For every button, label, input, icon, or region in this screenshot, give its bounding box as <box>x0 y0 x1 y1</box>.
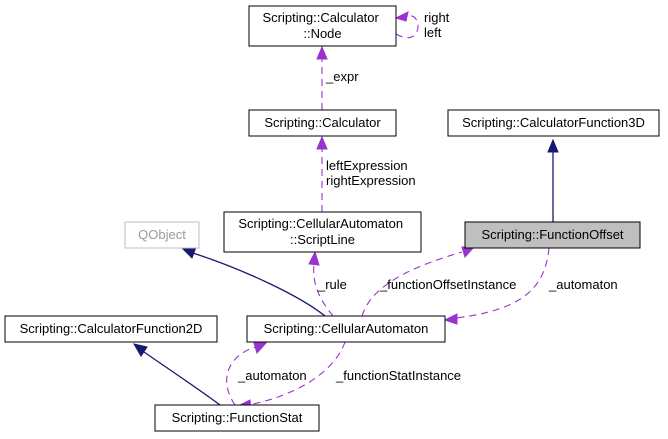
edge-label-line: right <box>424 10 450 25</box>
arrowhead-dependency <box>308 250 320 266</box>
edge-automaton-offset <box>443 247 550 325</box>
edge-inheritance-fn3d-offset <box>547 138 559 224</box>
arrowhead-dependency <box>253 342 268 354</box>
edge-node-self-loop <box>394 11 419 39</box>
edge-label-expr: _expr <box>325 69 359 84</box>
svg-text:Scripting::Calculator: Scripting::Calculator <box>264 115 381 130</box>
edge-label-node-self: right left <box>424 10 453 40</box>
edge-inheritance-qobject-cellular <box>181 246 326 317</box>
node-label: ::ScriptLine <box>290 232 355 247</box>
edge-label-automaton-offset: _automaton <box>548 277 618 292</box>
edge-automaton-stat <box>226 342 268 406</box>
svg-text:Scripting::Calculator ::: Scripting::Calculator ::Node <box>263 10 383 41</box>
edge-rule <box>308 250 334 317</box>
node-label: Scripting::Calculator <box>264 115 381 130</box>
node-cellular-automaton[interactable]: Scripting::CellularAutomaton <box>246 315 446 343</box>
arrowhead-dependency <box>316 45 328 60</box>
edge-label-line: _automaton <box>237 368 307 383</box>
node-calculator-node[interactable]: Scripting::Calculator ::Node <box>248 5 397 47</box>
svg-text:Scripting::FunctionStat: Scripting::FunctionStat <box>172 410 303 425</box>
edge-label-line: _functionStatInstance <box>335 368 461 383</box>
node-label: Scripting::CellularAutomaton <box>264 321 429 336</box>
arrowhead-dependency <box>394 11 409 22</box>
arrowhead-dependency <box>443 313 458 325</box>
arrowhead-inheritance <box>181 246 197 259</box>
arrowhead-inheritance <box>547 138 559 153</box>
edge-expressions <box>316 135 328 212</box>
node-calculator-function-3d[interactable]: Scripting::CalculatorFunction3D <box>447 109 660 137</box>
svg-text:QObject: QObject <box>138 227 186 242</box>
edge-label-function-stat-instance: _functionStatInstance <box>335 368 461 383</box>
node-label: Scripting::CellularAutomaton <box>238 216 403 231</box>
svg-text:Scripting::CalculatorFunction3: Scripting::CalculatorFunction3D <box>462 115 645 130</box>
svg-text:Scripting::CellularAutomaton: Scripting::CellularAutomaton <box>264 321 429 336</box>
svg-text:Scripting::CalculatorFunction2: Scripting::CalculatorFunction2D <box>20 321 203 336</box>
edge-label-expressions: leftExpression rightExpression <box>326 158 416 188</box>
svg-text:Scripting::CellularAutomaton: Scripting::CellularAutomaton ::ScriptLin… <box>238 216 406 247</box>
node-script-line[interactable]: Scripting::CellularAutomaton ::ScriptLin… <box>223 211 422 253</box>
edge-label-function-offset-instance: _functionOffsetInstance <box>379 277 516 292</box>
node-label: Scripting::CalculatorFunction2D <box>20 321 203 336</box>
node-qobject[interactable]: QObject <box>124 221 200 249</box>
edge-label-line: _automaton <box>548 277 618 292</box>
node-label: QObject <box>138 227 186 242</box>
edge-label-rule: _rule <box>317 277 347 292</box>
edge-label-line: left <box>424 25 442 40</box>
node-calculator-function-2d[interactable]: Scripting::CalculatorFunction2D <box>4 315 218 343</box>
node-label: Scripting::Calculator <box>263 10 380 25</box>
edge-label-automaton-stat: _automaton <box>237 368 307 383</box>
node-calculator[interactable]: Scripting::Calculator <box>248 109 397 137</box>
node-label: Scripting::CalculatorFunction3D <box>462 115 645 130</box>
arrowhead-inheritance <box>132 343 148 357</box>
node-label: ::Node <box>303 26 341 41</box>
edge-label-line: _functionOffsetInstance <box>379 277 516 292</box>
edge-label-line: leftExpression <box>326 158 408 173</box>
node-label: Scripting::FunctionOffset <box>481 227 623 242</box>
edge-label-line: _rule <box>317 277 347 292</box>
node-function-offset[interactable]: Scripting::FunctionOffset <box>464 221 641 249</box>
edge-label-line: _expr <box>325 69 359 84</box>
edge-expr <box>316 45 328 110</box>
edge-label-line: rightExpression <box>326 173 416 188</box>
node-label: Scripting::FunctionStat <box>172 410 303 425</box>
node-function-stat[interactable]: Scripting::FunctionStat <box>154 404 320 432</box>
arrowhead-dependency <box>316 135 328 150</box>
edge-inheritance-fn2d-stat <box>132 343 221 406</box>
svg-text:Scripting::FunctionOffset: Scripting::FunctionOffset <box>481 227 623 242</box>
